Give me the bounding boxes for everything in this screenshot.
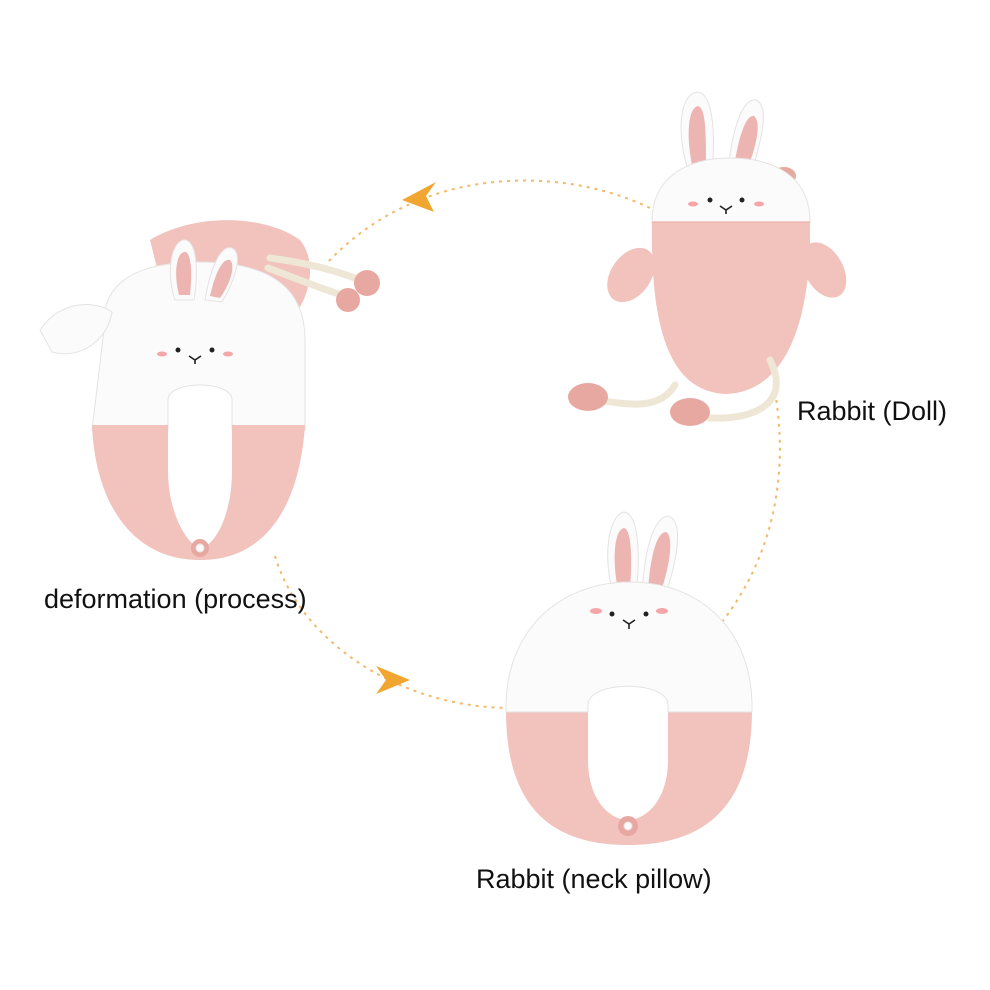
label-rabbit-doll: Rabbit (Doll) <box>797 396 948 426</box>
arrow-head-icon <box>376 666 410 694</box>
connector-doll-to-process <box>327 179 651 263</box>
connector-process-to-pillow <box>274 555 506 709</box>
label-rabbit-neck-pillow: Rabbit (neck pillow) <box>476 864 712 894</box>
arrow-head-icon <box>402 182 436 212</box>
rabbit-neck-pillow-icon <box>505 511 753 845</box>
connector-doll-to-pillow <box>721 391 781 623</box>
rabbit-doll-icon <box>568 91 847 426</box>
label-deformation-process: deformation (process) <box>44 584 307 614</box>
cycle-connectors <box>274 179 781 709</box>
rabbit-deforming-pillow-icon <box>39 220 380 560</box>
